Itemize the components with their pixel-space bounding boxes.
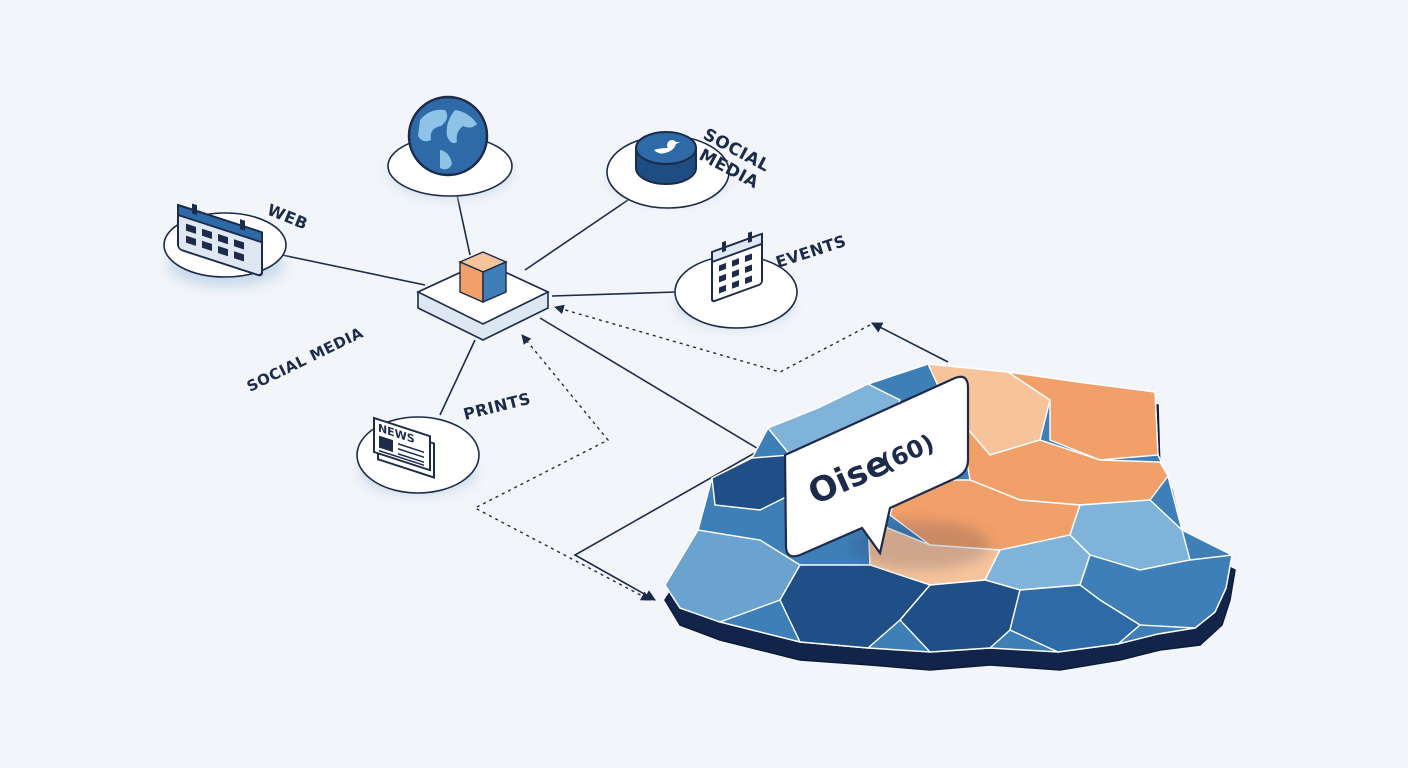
cube-icon	[458, 251, 508, 304]
dashed-connectors	[473, 304, 871, 601]
newspaper-icon: NEWS	[373, 416, 435, 479]
line-prints-to-hub	[439, 339, 476, 416]
node-prints[interactable]: NEWS	[356, 416, 480, 494]
line-globe-to-hub	[456, 194, 471, 256]
label-prints: PRINTS	[461, 389, 532, 424]
calendar-icon-events	[711, 231, 763, 303]
node-social-media-top[interactable]	[606, 131, 730, 209]
dashed-hub-to-map	[473, 334, 651, 601]
label-events: EVENTS	[773, 231, 848, 272]
hub-node[interactable]	[416, 251, 550, 341]
line-web-to-hub	[281, 254, 426, 286]
node-events[interactable]	[674, 228, 798, 329]
calendar-icon	[177, 203, 263, 277]
line-map-to-arrow	[871, 322, 949, 363]
node-web[interactable]	[163, 199, 287, 287]
line-social-to-hub	[524, 199, 629, 271]
twitter-bird-icon	[635, 131, 697, 185]
globe-icon	[407, 95, 489, 177]
line-events-to-hub	[551, 291, 677, 297]
node-globe[interactable]	[387, 95, 513, 197]
region-map	[664, 363, 1236, 671]
region-callout[interactable]: Oise (60)	[783, 375, 970, 558]
map-region-darkblue-1	[779, 564, 932, 649]
map-region-darkblue-2	[899, 579, 1021, 653]
label-social-media-left: SOCIAL MEDIA	[244, 324, 366, 396]
map-region-blue-5	[1009, 584, 1142, 653]
map-region-orange-2	[1007, 371, 1159, 461]
